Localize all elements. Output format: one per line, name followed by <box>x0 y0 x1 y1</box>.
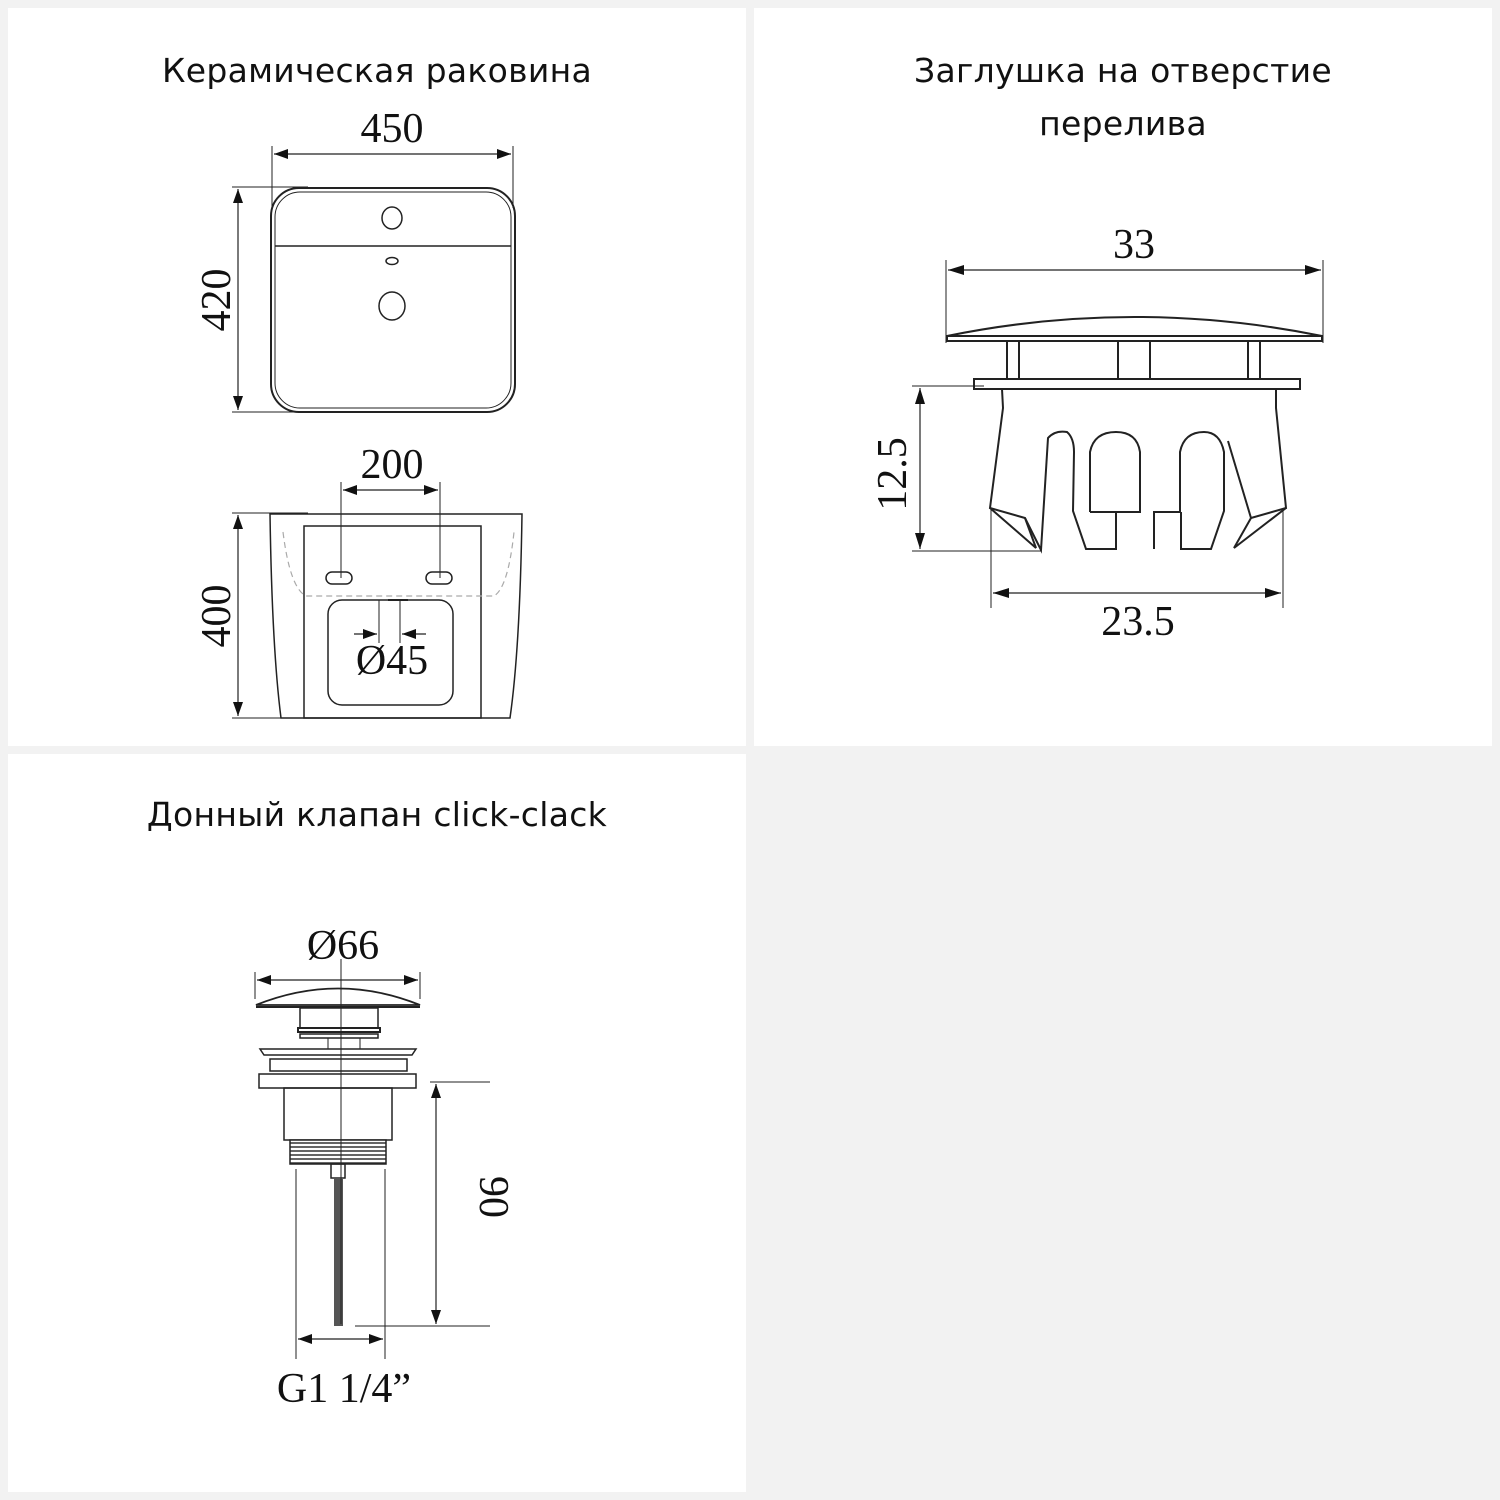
sink-depth-label: 420 <box>194 269 240 332</box>
cap-height-label: 12.5 <box>870 437 916 511</box>
overflow-cap-title-line1: Заглушка на отверстие <box>914 51 1332 90</box>
body-diameter-label: 23.5 <box>1101 599 1175 645</box>
empty-panel <box>754 754 1492 1492</box>
sink-top-view: 450 420 <box>194 106 516 413</box>
drain-valve-panel: Донный клапан click-clack Ø66 <box>8 754 746 1492</box>
overflow-cap-drawing: 33 12.5 23.5 <box>870 222 1324 645</box>
cap-diameter-label: 33 <box>1113 222 1155 268</box>
overflow-cap-title-line2: перелива <box>1039 104 1207 143</box>
drain-valve-drawing: Ø66 90 G1 1/4” <box>254 923 516 1412</box>
drain-diameter-label: Ø45 <box>356 638 428 684</box>
sink-width-label: 450 <box>361 106 424 152</box>
overflow-cap-panel: Заглушка на отверстие перелива 33 12 <box>754 8 1492 746</box>
thread-size-label: G1 1/4” <box>277 1366 411 1412</box>
drain-valve-title: Донный клапан click-clack <box>146 795 608 834</box>
sink-panel: Керамическая раковина 450 420 <box>8 8 746 746</box>
valve-height-label: 90 <box>470 1176 516 1218</box>
mount-spacing-label: 200 <box>361 442 424 488</box>
sink-side-view: 200 400 Ø45 <box>194 442 523 719</box>
sink-title: Керамическая раковина <box>162 51 592 90</box>
sink-height-label: 400 <box>194 585 240 648</box>
sink-drawing: 450 420 200 400 <box>194 106 523 719</box>
valve-cap-diameter-label: Ø66 <box>307 923 379 969</box>
